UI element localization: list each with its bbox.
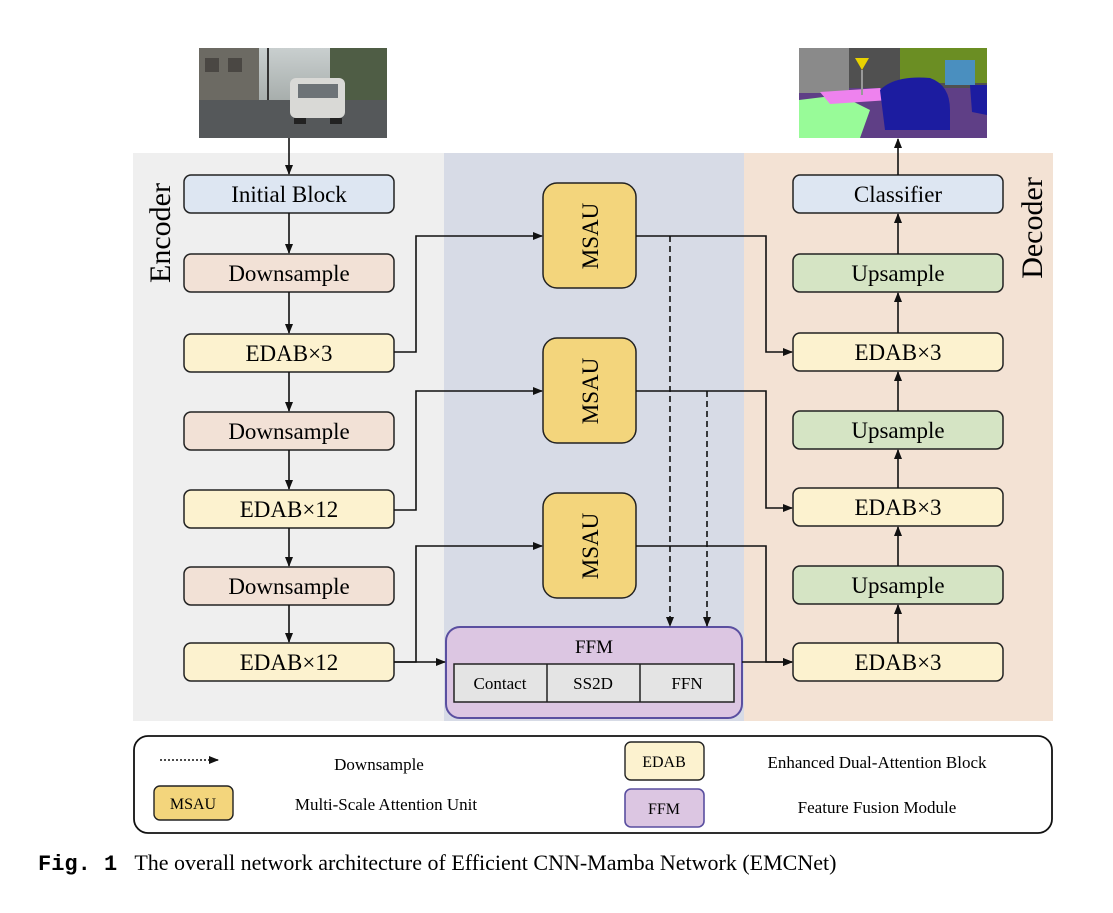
input-photo xyxy=(199,48,387,138)
decoder-upsample-1: Upsample xyxy=(792,253,1004,293)
classifier-label: Classifier xyxy=(854,182,942,207)
decoder-edab-2-label: EDAB×3 xyxy=(854,495,941,520)
decoder-upsample-1-label: Upsample xyxy=(851,261,944,286)
legend-ffm-swatch xyxy=(624,788,705,828)
encoder-edab-2-label: EDAB×12 xyxy=(240,497,339,522)
ffm-part-ss2d: SS2D xyxy=(573,674,613,693)
classifier-block: Classifier xyxy=(792,174,1004,214)
msau-1-label: MSAU xyxy=(578,202,603,269)
decoder-upsample-3: Upsample xyxy=(792,565,1004,605)
ffm-part-ffn: FFN xyxy=(671,674,702,693)
encoder-downsample-2: Downsample xyxy=(183,411,395,451)
decoder-edab-3: EDAB×3 xyxy=(792,642,1004,682)
legend-ffm-key: FFM xyxy=(648,801,680,818)
connectors xyxy=(285,138,902,666)
figure-caption: Fig. 1 The overall network architecture … xyxy=(38,850,836,877)
decoder-upsample-2-label: Upsample xyxy=(851,418,944,443)
decoder-edab-1-label: EDAB×3 xyxy=(854,340,941,365)
encoder-downsample-1: Downsample xyxy=(183,253,395,293)
decoder-upsample-3-label: Upsample xyxy=(851,573,944,598)
output-segmentation xyxy=(799,48,987,138)
encoder-label: Encoder xyxy=(144,183,177,283)
ffm-title: FFM xyxy=(575,637,613,658)
msau-3: MSAU xyxy=(542,492,637,599)
ffm-block: FFM Contact SS2D FFN xyxy=(445,626,743,719)
legend-msau-desc: Multi-Scale Attention Unit xyxy=(295,795,478,814)
initial-block: Initial Block xyxy=(183,174,395,214)
decoder-edab-2: EDAB×3 xyxy=(792,487,1004,527)
legend-edab-desc: Enhanced Dual-Attention Block xyxy=(767,753,987,772)
msau-2-label: MSAU xyxy=(578,357,603,424)
legend-downsample-desc: Downsample xyxy=(334,755,424,774)
legend-ffm-desc: Feature Fusion Module xyxy=(798,798,957,817)
encoder-edab-1: EDAB×3 xyxy=(183,333,395,373)
decoder-upsample-2: Upsample xyxy=(792,410,1004,450)
encoder-downsample-3: Downsample xyxy=(183,566,395,606)
encoder-edab-2: EDAB×12 xyxy=(183,489,395,529)
legend-edab-key: EDAB xyxy=(642,754,686,771)
encoder-downsample-1-label: Downsample xyxy=(228,261,349,286)
initial-block-label: Initial Block xyxy=(231,182,347,207)
msau-3-label: MSAU xyxy=(578,512,603,579)
caption-text: The overall network architecture of Effi… xyxy=(134,850,836,875)
legend: Downsample MSAU Multi-Scale Attention Un… xyxy=(133,735,1053,834)
encoder-downsample-3-label: Downsample xyxy=(228,574,349,599)
decoder-edab-3-label: EDAB×3 xyxy=(854,650,941,675)
decoder-label: Decoder xyxy=(1016,177,1049,279)
msau-1: MSAU xyxy=(542,182,637,289)
legend-edab-swatch xyxy=(624,741,705,781)
legend-msau-key: MSAU xyxy=(170,796,217,813)
encoder-downsample-2-label: Downsample xyxy=(228,419,349,444)
caption-label: Fig. 1 xyxy=(38,852,117,877)
encoder-edab-3-label: EDAB×12 xyxy=(240,650,339,675)
decoder-edab-1: EDAB×3 xyxy=(792,332,1004,372)
encoder-edab-1-label: EDAB×3 xyxy=(245,341,332,366)
ffm-part-contact: Contact xyxy=(474,674,527,693)
msau-2: MSAU xyxy=(542,337,637,444)
legend-msau-swatch xyxy=(153,785,234,821)
encoder-edab-3: EDAB×12 xyxy=(183,642,395,682)
